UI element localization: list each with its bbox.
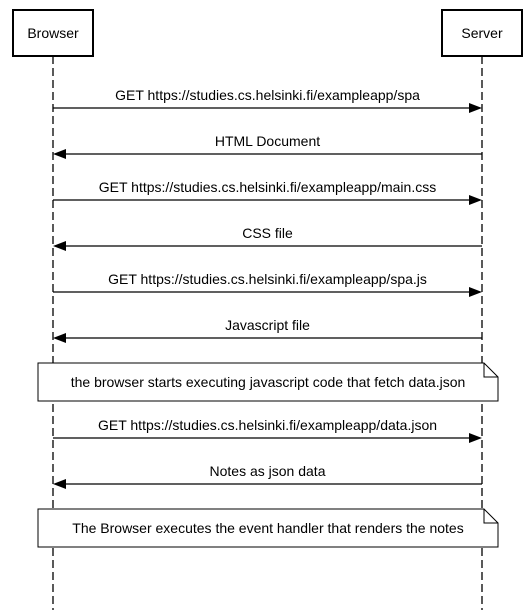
arrowhead-icon [53, 333, 66, 343]
participant-server: Server [441, 9, 523, 57]
note-text: the browser starts executing javascript … [71, 374, 466, 390]
message-label: Javascript file [225, 317, 310, 333]
arrowhead-icon [469, 103, 482, 113]
message-label: GET https://studies.cs.helsinki.fi/examp… [99, 179, 436, 195]
note-9: The Browser executes the event handler t… [37, 508, 499, 548]
arrowhead-icon [53, 479, 66, 489]
message-label: Notes as json data [210, 463, 326, 479]
note-box [37, 362, 499, 402]
message-2: GET https://studies.cs.helsinki.fi/examp… [53, 179, 482, 205]
participant-label-server: Server [461, 25, 503, 41]
note-6: the browser starts executing javascript … [37, 362, 499, 402]
message-4: GET https://studies.cs.helsinki.fi/examp… [53, 271, 482, 297]
message-8: Notes as json data [53, 463, 482, 489]
participant-box-browser [12, 9, 94, 57]
message-5: Javascript file [53, 317, 482, 343]
message-0: GET https://studies.cs.helsinki.fi/examp… [53, 87, 482, 113]
arrowhead-icon [469, 287, 482, 297]
message-label: GET https://studies.cs.helsinki.fi/examp… [108, 271, 427, 287]
message-1: HTML Document [53, 133, 482, 159]
arrowhead-icon [469, 433, 482, 443]
note-fold-icon [483, 509, 498, 524]
arrowhead-icon [53, 241, 66, 251]
note-box [37, 508, 499, 548]
message-7: GET https://studies.cs.helsinki.fi/examp… [53, 417, 482, 443]
participant-box-server [441, 9, 523, 57]
message-label: CSS file [242, 225, 293, 241]
message-3: CSS file [53, 225, 482, 251]
arrowhead-icon [469, 195, 482, 205]
message-label: GET https://studies.cs.helsinki.fi/examp… [115, 87, 420, 103]
message-label: GET https://studies.cs.helsinki.fi/examp… [98, 417, 437, 433]
sequence-steps: GET https://studies.cs.helsinki.fi/examp… [37, 87, 499, 548]
participant-label-browser: Browser [27, 25, 79, 41]
participant-browser: Browser [12, 9, 94, 57]
message-label: HTML Document [215, 133, 320, 149]
participants: Browser Server [12, 9, 523, 57]
note-fold-icon [483, 363, 498, 378]
note-text: The Browser executes the event handler t… [72, 520, 463, 536]
arrowhead-icon [53, 149, 66, 159]
